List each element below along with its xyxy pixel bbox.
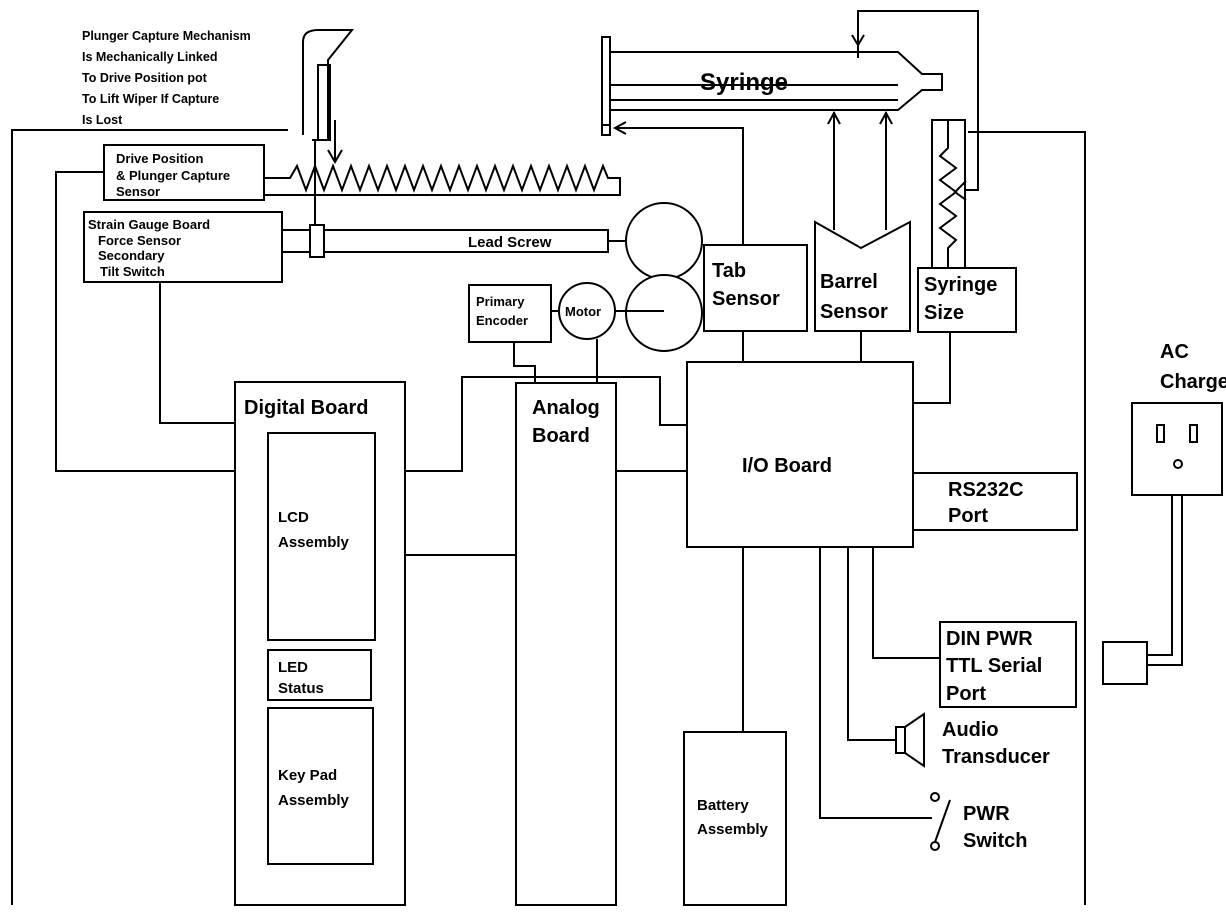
outlet-slot xyxy=(1156,424,1165,443)
drive-position-label: & Plunger Capture xyxy=(116,168,230,183)
ac-outlet xyxy=(1131,402,1223,496)
strain-gauge-label: Secondary xyxy=(98,248,165,263)
switch-contact xyxy=(930,792,940,802)
pwr-switch-label: Switch xyxy=(963,830,1027,852)
strain-gauge-box xyxy=(83,211,283,283)
battery-box xyxy=(683,731,787,906)
lead-screw xyxy=(281,229,609,253)
strain-gauge-label: Strain Gauge Board xyxy=(88,217,210,232)
io-board-label: I/O Board xyxy=(742,455,832,477)
syringe-label: Syringe xyxy=(700,69,788,96)
wiring xyxy=(55,171,951,819)
note-line: To Lift Wiper If Capture xyxy=(82,92,219,106)
audio-label: Transducer xyxy=(942,746,1050,768)
lcd-assembly-box xyxy=(267,432,376,641)
ac-charger-label: Charger xyxy=(1160,371,1226,393)
outlet-slot xyxy=(1189,424,1198,443)
barrel-sensor-label: Barrel xyxy=(820,271,878,293)
ac-charger-label: AC xyxy=(1160,341,1189,363)
housing-outline xyxy=(11,129,1086,905)
analog-board-label: Board xyxy=(532,425,590,447)
lead-screw-label: Lead Screw xyxy=(468,234,552,251)
note-line: Is Mechanically Linked xyxy=(82,50,217,64)
lcd-assembly-label: LCD xyxy=(278,509,309,526)
syringe-size-wiper-line xyxy=(857,10,979,191)
lead-screw-nut xyxy=(309,224,325,258)
audio-label: Audio xyxy=(942,719,999,741)
battery-label: Battery xyxy=(697,797,749,814)
syringe-size-label: Syringe xyxy=(924,274,997,296)
rs232-label: Port xyxy=(948,505,988,527)
primary-encoder-label: Primary xyxy=(476,294,525,309)
motor-label: Motor xyxy=(565,304,601,319)
tab-sensor-label: Sensor xyxy=(712,288,780,310)
barrel-sensor-label: Sensor xyxy=(820,301,888,323)
drive-position-label: Drive Position xyxy=(116,151,203,166)
outlet-ground xyxy=(1173,459,1183,469)
syringe: Syringe xyxy=(601,36,943,136)
mechanism-note: Plunger Capture Mechanism Is Mechanicall… xyxy=(82,29,251,127)
note-line: To Drive Position pot xyxy=(82,71,208,85)
lcd-assembly-label: Assembly xyxy=(278,534,350,551)
key-pad-label: Key Pad xyxy=(278,767,337,784)
tab-sensor-box xyxy=(703,244,808,332)
syringe-size-label: Size xyxy=(924,302,964,324)
primary-encoder-box xyxy=(468,284,552,343)
analog-board xyxy=(515,382,617,906)
tab-sensor-label: Tab xyxy=(712,260,746,282)
led-status-box xyxy=(267,649,372,701)
charger-plug xyxy=(1102,641,1148,685)
note-line: Is Lost xyxy=(82,113,123,127)
pwr-switch-label: PWR xyxy=(963,803,1010,825)
din-pwr-label: Port xyxy=(946,683,986,705)
key-pad-label: Assembly xyxy=(278,792,350,809)
battery-label: Assembly xyxy=(697,821,769,838)
led-status-label: LED xyxy=(278,659,308,676)
switch-lever xyxy=(934,799,951,843)
primary-encoder-label: Encoder xyxy=(476,313,528,328)
switch-contact xyxy=(930,841,940,851)
strain-gauge-label: Force Sensor xyxy=(98,233,181,248)
key-pad-box xyxy=(267,707,374,865)
gear-lower xyxy=(625,274,703,352)
speaker-icon xyxy=(895,726,906,754)
rs232-label: RS232C xyxy=(948,479,1024,501)
drive-potentiometer xyxy=(264,163,621,196)
syringe-size-potentiometer xyxy=(931,119,966,268)
io-board xyxy=(686,361,914,548)
rs232-box xyxy=(912,472,1078,531)
drive-position-label: Sensor xyxy=(116,184,160,199)
analog-board-label: Analog xyxy=(532,397,600,419)
syringe-size-box xyxy=(917,267,1017,333)
tab-sensor-line xyxy=(615,127,744,245)
din-pwr-label: TTL Serial xyxy=(946,655,1042,677)
strain-gauge-label: Tilt Switch xyxy=(100,264,165,279)
barrel-sensor-box xyxy=(814,220,911,332)
led-status-label: Status xyxy=(278,680,324,697)
speaker-icon xyxy=(904,712,925,768)
digital-board-label: Digital Board xyxy=(244,397,368,419)
gear-upper xyxy=(625,202,703,280)
drive-position-box xyxy=(103,144,265,201)
din-pwr-box xyxy=(939,621,1077,708)
note-line: Plunger Capture Mechanism xyxy=(82,29,251,43)
plunger-capture-mechanism xyxy=(302,29,355,230)
din-pwr-label: DIN PWR xyxy=(946,628,1033,650)
